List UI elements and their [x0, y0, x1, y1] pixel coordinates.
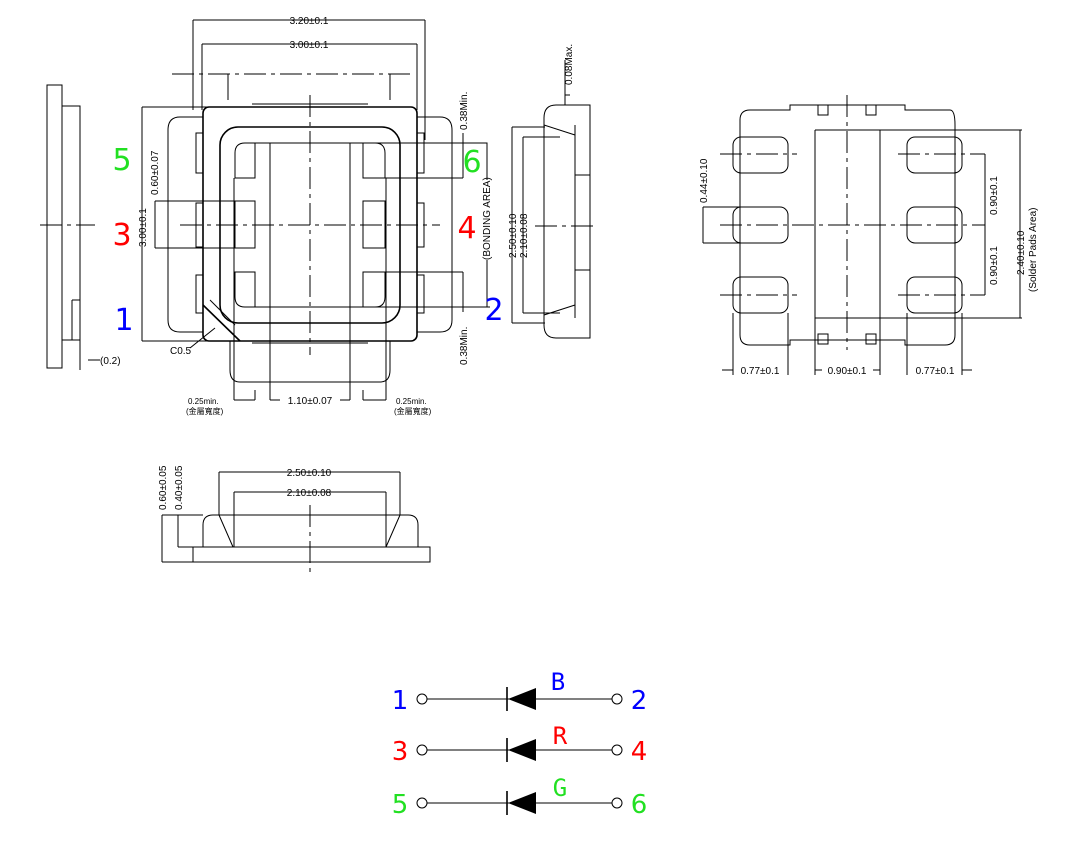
bottom-dim-pitch-lower: 0.90±0.1	[989, 246, 1000, 285]
pin-label-6: 6	[462, 145, 481, 180]
side-dim-max: 0.08Max.	[564, 44, 575, 85]
dim-metal-left: 0.25min.	[188, 397, 219, 406]
diode-green: 5 6 G	[392, 774, 648, 820]
diode-red: 3 4 R	[392, 722, 648, 767]
bottom-view: 0.44±0.10 0.90±0.1 0.90±0.1 2.40±0.10 (S…	[699, 95, 1039, 377]
diode-icon	[508, 739, 536, 761]
pin-label-4: 4	[457, 211, 476, 246]
bottom-dim-solder: 2.40±0.10	[1016, 230, 1027, 275]
side-offset-label: (0.2)	[100, 356, 121, 367]
chamfer-label: C0.5	[170, 346, 192, 357]
side-view: 0.08Max. 2.50±0.10 2.10±0.08	[508, 44, 598, 339]
dim-metal-right: 0.25min.	[396, 397, 427, 406]
diode-blue: 1 2 B	[392, 668, 648, 716]
diode-icon	[508, 688, 536, 710]
front-dim-base-height: 0.40±0.05	[174, 465, 185, 510]
dim-center-width: 1.10±0.07	[288, 396, 333, 407]
side-dim-inner: 2.10±0.08	[519, 213, 530, 258]
dim-width-inner: 3.00±0.1	[290, 40, 329, 51]
pin-label-3: 3	[112, 218, 131, 253]
dim-width-outer: 3.20±0.1	[290, 16, 329, 27]
bottom-dim-solder-note: (Solder Pads Area)	[1028, 208, 1039, 293]
bottom-dim-right: 0.77±0.1	[916, 366, 955, 377]
schematic: 1 2 B 3 4 R 5 6 G	[392, 668, 648, 820]
diode-icon	[508, 792, 536, 814]
dim-height: 3.00±0.1	[138, 208, 149, 247]
dim-pad-pitch: 0.60±0.07	[150, 150, 161, 195]
schematic-pin-5: 5	[392, 790, 409, 820]
left-side-profile: (0.2)	[40, 84, 121, 370]
diode-color-g: G	[553, 774, 567, 802]
bottom-dim-center: 0.90±0.1	[828, 366, 867, 377]
diode-color-r: R	[553, 722, 568, 750]
front-dim-inner: 2.10±0.08	[287, 488, 332, 499]
bottom-dim-pad-height: 0.44±0.10	[699, 158, 710, 203]
schematic-pin-1: 1	[392, 686, 409, 716]
dim-min-top: 0.38Min.	[459, 92, 470, 130]
bottom-dim-pitch-upper: 0.90±0.1	[989, 176, 1000, 215]
top-view: 3.20±0.1 3.00±0.1 3.00±0.1 0.60±0.07	[112, 16, 503, 416]
schematic-pin-2: 2	[631, 686, 648, 716]
schematic-pin-3: 3	[392, 737, 409, 767]
side-dim-outer: 2.50±0.10	[508, 213, 519, 258]
pin-label-5: 5	[112, 143, 131, 178]
front-dim-outer: 2.50±0.10	[287, 468, 332, 479]
bonding-area-label: (BONDING AREA)	[482, 177, 493, 260]
schematic-pin-6: 6	[631, 790, 648, 820]
schematic-pin-4: 4	[631, 737, 648, 767]
pin-label-1: 1	[114, 303, 133, 338]
dim-metal-left-note: (金屬寬度)	[186, 406, 224, 416]
diode-color-b: B	[551, 668, 565, 696]
front-dim-total-height: 0.60±0.05	[158, 465, 169, 510]
dim-metal-right-note: (金屬寬度)	[394, 406, 432, 416]
front-view: 2.50±0.10 2.10±0.08 0.60±0.05 0.40±0.05	[158, 465, 431, 572]
bottom-dim-left: 0.77±0.1	[741, 366, 780, 377]
pin-label-2: 2	[484, 293, 503, 328]
dim-min-bottom: 0.38Min.	[459, 327, 470, 365]
